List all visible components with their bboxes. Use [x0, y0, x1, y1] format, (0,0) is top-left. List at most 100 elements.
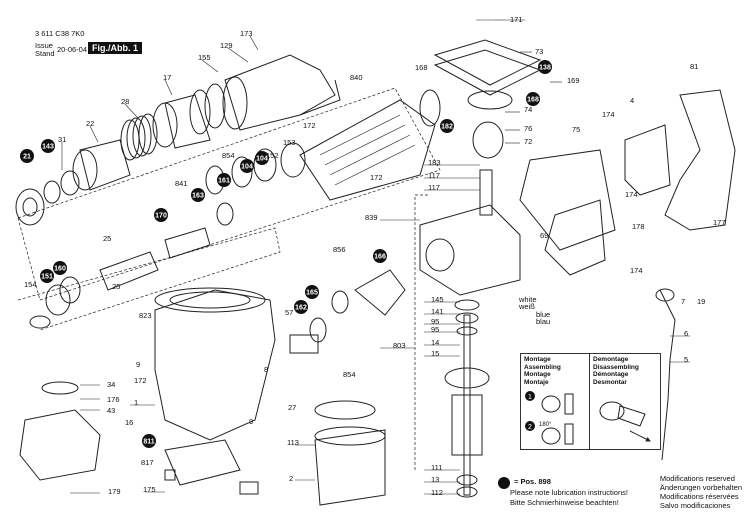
switch — [624, 124, 671, 196]
gear-cover — [433, 39, 542, 86]
part-callout: 117 — [428, 171, 440, 180]
armature-fan — [444, 367, 490, 389]
lubrication-dot-icon — [498, 477, 510, 489]
svg-text:151: 151 — [41, 274, 53, 281]
wire-blue-label: blue — [536, 310, 550, 319]
part-callout: 25 — [112, 282, 120, 291]
part-callout: 839 — [365, 213, 378, 222]
part-callout: 14 — [431, 338, 439, 347]
part-callout: 9 — [249, 417, 253, 426]
modifications-de: Änderungen vorbehalten — [659, 483, 742, 492]
svg-text:163: 163 — [192, 193, 204, 200]
modifications-note: Modifications reserved Änderungen vorbeh… — [660, 474, 742, 510]
wire-blau-label: blau — [536, 317, 550, 326]
lubrication-callout: 165 — [305, 285, 319, 299]
striker — [164, 227, 211, 259]
part-callout: 73 — [535, 47, 543, 56]
part-callout: 111 — [431, 463, 442, 472]
part-callout: 113 — [287, 438, 299, 447]
part-callout: 95 — [431, 317, 439, 326]
end-cap — [19, 409, 101, 481]
part-callout: 57 — [285, 308, 293, 317]
svg-text:166: 166 — [374, 254, 386, 261]
assembly-title-3: Montage — [524, 371, 551, 378]
assembly-title-4: Montaje — [524, 378, 549, 386]
part-callout: 19 — [697, 297, 705, 306]
part-callout: 840 — [350, 73, 363, 82]
svg-text:162: 162 — [295, 305, 307, 312]
assembly-illustration: 1 2 180° — [525, 391, 574, 445]
assembly-inset: Montage Assembling Montage Montaje 1 2 1… — [520, 353, 590, 450]
lubrication-callout: 160 — [53, 261, 67, 275]
lubrication-note-en: Please note lubrication instructions! — [510, 488, 628, 497]
part-callout: 141 — [431, 307, 444, 316]
part-callout: 175 — [143, 485, 156, 494]
main-handle — [664, 89, 736, 231]
stand-label: Stand — [35, 49, 55, 58]
part-callout: 34 — [107, 380, 115, 389]
lubrication-callout: 104 — [255, 151, 269, 165]
part-callout: 75 — [572, 125, 580, 134]
lubrication-callout: 163 — [191, 188, 205, 202]
part-callout: 25 — [103, 234, 111, 243]
part-callout: 174 — [602, 110, 615, 119]
gear-housing — [419, 204, 521, 296]
black-callout-markers: 2114317016316110410415116016616516213816… — [20, 60, 552, 448]
part-callout: 76 — [524, 124, 532, 133]
part-callout: 172 — [134, 376, 147, 385]
lubrication-callout: 811 — [142, 434, 156, 448]
bushing — [289, 334, 319, 354]
lubrication-callout: 104 — [240, 159, 254, 173]
part-callout: 2 — [289, 474, 293, 483]
bearing — [454, 299, 480, 311]
part-callout: 153 — [283, 138, 296, 147]
part-callout: 841 — [175, 179, 188, 188]
disassembly-title-1: Demontage — [593, 356, 629, 363]
part-callout: 171 — [510, 15, 523, 24]
part-callout: 31 — [58, 135, 66, 144]
part-callout: 154 — [24, 280, 37, 289]
assembly-step-1: 1 — [528, 394, 532, 401]
lubrication-callout: 166 — [373, 249, 387, 263]
lubrication-callout: 151 — [40, 269, 54, 283]
part-callout: 81 — [690, 62, 698, 71]
lubrication-callout: 170 — [154, 208, 168, 222]
lubrication-callout: 168 — [526, 92, 540, 106]
assembly-outline — [17, 87, 441, 470]
svg-text:143: 143 — [42, 144, 54, 151]
spring — [120, 113, 158, 161]
issue-date: 20-06-04 — [57, 45, 88, 54]
modifications-en: Modifications reserved — [659, 474, 735, 483]
part-callout: 803 — [393, 341, 406, 350]
modifications-es: Salvo modificaciones — [659, 501, 731, 510]
crank-shaft — [479, 169, 493, 216]
hammer-tube — [299, 99, 436, 201]
part-callout: 28 — [121, 97, 129, 106]
svg-text:161: 161 — [218, 178, 230, 185]
brush-holder — [164, 439, 241, 486]
circlip — [29, 315, 51, 329]
part-callout: 172 — [370, 173, 383, 182]
part-callout: 183 — [428, 158, 441, 167]
power-cable — [659, 289, 676, 461]
part-callout: 168 — [415, 63, 428, 72]
part-callout: 8 — [264, 365, 268, 374]
lubrication-callout: 21 — [20, 149, 34, 163]
part-callout: 17 — [163, 73, 171, 82]
disassembly-inset: Demontage Disassembling Démontage Desmon… — [589, 353, 661, 450]
svg-text:21: 21 — [23, 154, 31, 161]
part-callout: 854 — [343, 370, 356, 379]
part-callout: 176 — [107, 395, 120, 404]
part-callout: 129 — [220, 41, 233, 50]
lubrication-callout: 161 — [217, 173, 231, 187]
pos-label: = Pos. 898 — [514, 477, 551, 486]
motor-housing — [154, 289, 276, 441]
svg-text:104: 104 — [241, 164, 253, 171]
assembly-step-2: 2 — [528, 424, 532, 431]
part-callout: 856 — [333, 245, 346, 254]
armature-core — [451, 394, 483, 456]
carbon-brush — [239, 481, 259, 495]
lubrication-note-de: Bitte Schmierhinweise beachten! — [510, 498, 619, 507]
disassembly-title-4: Desmontar — [593, 378, 627, 386]
